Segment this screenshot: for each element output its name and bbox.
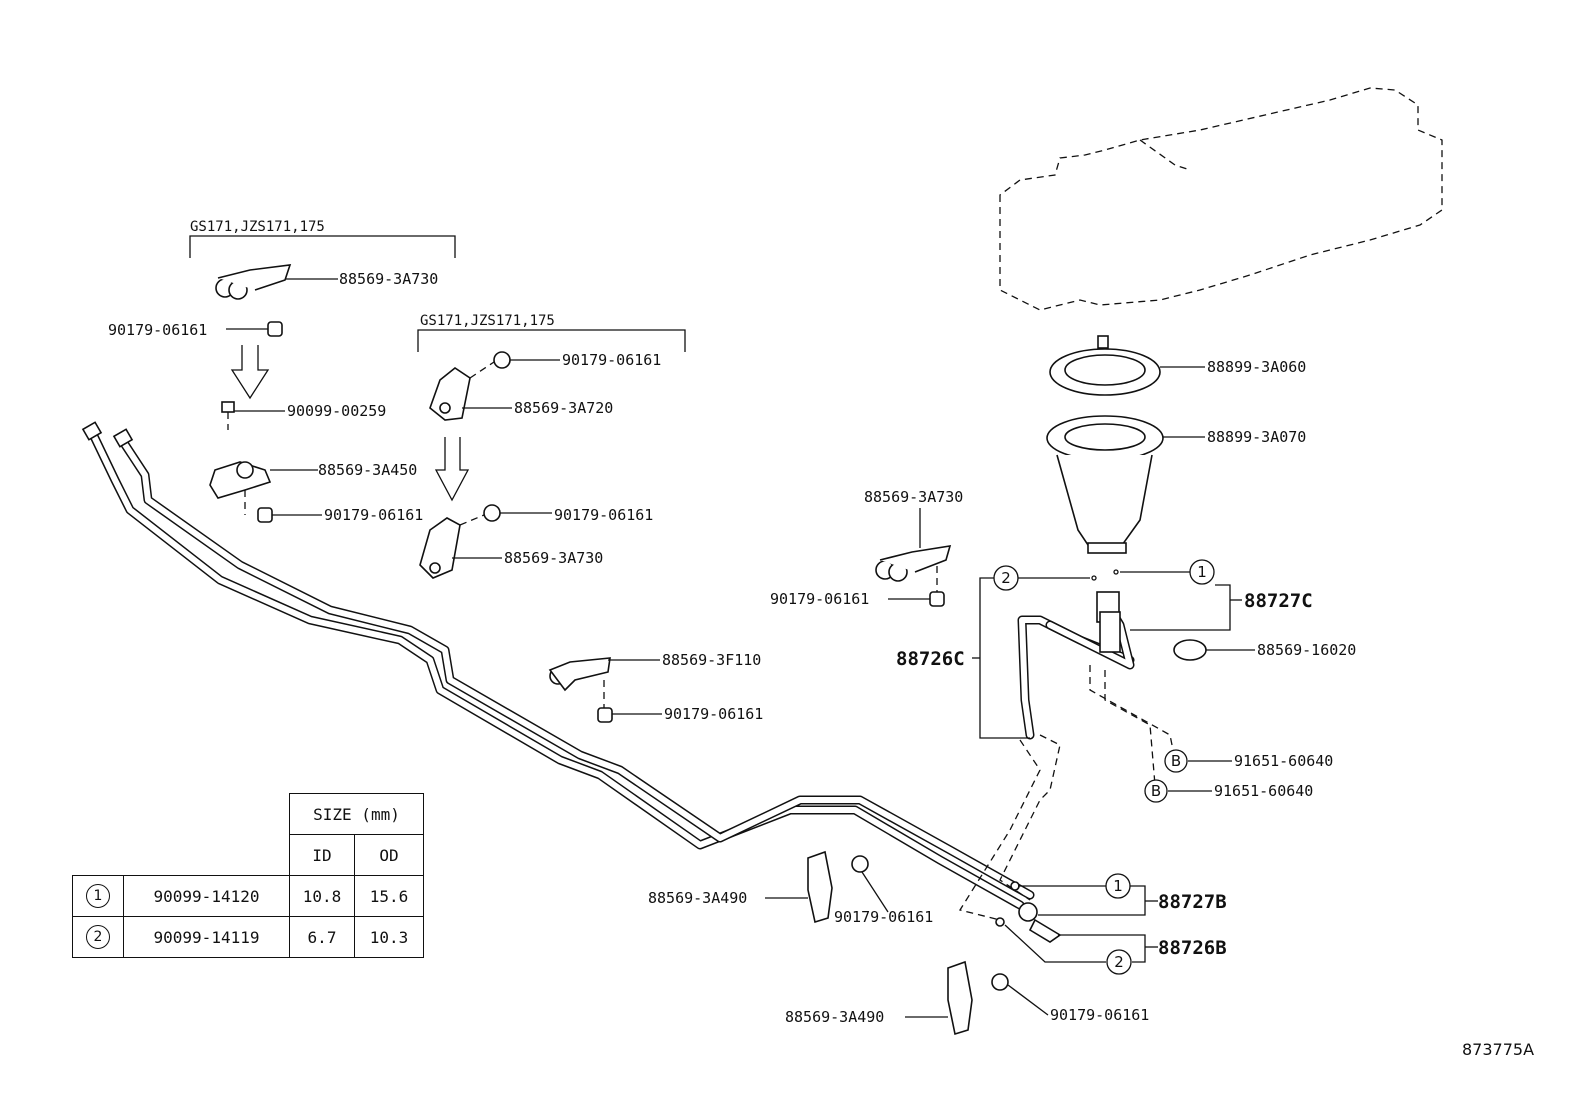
part-88569-16020[interactable]: 88569-16020 — [1257, 641, 1356, 659]
callout-2-lower: 2 — [1106, 949, 1132, 975]
table-row: 1 90099-14120 10.8 15.6 — [72, 875, 424, 917]
part-88899-3A070[interactable]: 88899-3A070 — [1207, 428, 1306, 446]
nut-90179-06161-b — [244, 490, 273, 523]
part-90179-06161-c[interactable]: 90179-06161 — [562, 351, 661, 369]
part-91651-60640-a[interactable]: 91651-60640 — [1234, 752, 1333, 770]
hose-clip-88569-16020 — [1173, 639, 1207, 661]
part-90179-06161-h[interactable]: 90179-06161 — [1050, 1006, 1149, 1024]
callout-2-upper: 2 — [993, 565, 1019, 591]
nut-90179-06161-a — [267, 321, 283, 337]
part-88569-3A730-mid[interactable]: 88569-3A730 — [504, 549, 603, 567]
joint-88727B-88726B — [995, 881, 1062, 943]
variant-label-mid: GS171,JZS171,175 — [420, 313, 555, 329]
part-90179-06161-e[interactable]: 90179-06161 — [664, 705, 763, 723]
nut-90179-06161-e — [597, 680, 613, 723]
clamp-88569-3A730-mid — [419, 517, 461, 579]
part-88569-3A730-right[interactable]: 88569-3A730 — [864, 488, 963, 506]
row-id: 10.8 — [289, 875, 355, 917]
callout-b-lower: B — [1144, 779, 1168, 803]
clamp-88569-3A730-top — [215, 264, 292, 300]
nut-90179-06161-g — [851, 855, 869, 873]
part-88727B[interactable]: 88727B — [1158, 891, 1227, 913]
svg-text:1: 1 — [1197, 563, 1207, 581]
callout-1-lower: 1 — [1105, 873, 1131, 899]
part-88899-3A060[interactable]: 88899-3A060 — [1207, 358, 1306, 376]
part-88726B[interactable]: 88726B — [1158, 937, 1227, 959]
nut-90179-06161-h — [991, 973, 1009, 991]
svg-text:1: 1 — [1113, 877, 1123, 895]
col-id-header: ID — [289, 834, 355, 876]
retainer-ring — [1049, 335, 1161, 396]
part-88569-3F110[interactable]: 88569-3F110 — [662, 651, 761, 669]
arrow-down-mid — [434, 437, 470, 502]
row-id: 6.7 — [289, 916, 355, 958]
hose-size-table: SIZE (mm) ID OD 1 90099-14120 10.8 15.6 … — [72, 793, 424, 958]
part-90179-06161-a[interactable]: 90179-06161 — [108, 321, 207, 339]
row-mark: 1 — [86, 884, 110, 908]
bracket-88569-3A490-a — [807, 850, 833, 924]
part-90099-00259[interactable]: 90099-00259 — [287, 402, 386, 420]
pump-gasket-and-body — [1046, 415, 1164, 554]
nut-90179-06161-c — [469, 351, 511, 379]
bracket-88569-3A490-b — [947, 960, 973, 1036]
nut-90179-06161-f — [929, 566, 945, 607]
part-88569-3A450[interactable]: 88569-3A450 — [318, 461, 417, 479]
svg-text:2: 2 — [1114, 953, 1124, 971]
routing-line-a — [999, 734, 1061, 901]
part-90179-06161-g[interactable]: 90179-06161 — [834, 908, 933, 926]
part-88569-3A490-b[interactable]: 88569-3A490 — [785, 1008, 884, 1026]
part-90179-06161-f[interactable]: 90179-06161 — [770, 590, 869, 608]
bolt-90099-00259 — [221, 401, 235, 430]
callout-1-upper: 1 — [1189, 559, 1215, 585]
svg-text:B: B — [1151, 782, 1161, 800]
clamp-88569-3F110 — [548, 657, 611, 692]
routing-line-b — [958, 739, 1041, 921]
clamp-88569-3A450 — [209, 461, 272, 499]
part-88726C[interactable]: 88726C — [896, 648, 965, 670]
part-90179-06161-d[interactable]: 90179-06161 — [554, 506, 653, 524]
table-row: 2 90099-14119 6.7 10.3 — [72, 916, 424, 958]
clamp-88569-3A730-right — [875, 545, 952, 582]
part-88569-3A490-a[interactable]: 88569-3A490 — [648, 889, 747, 907]
illustration-number: 873775A — [1462, 1040, 1535, 1059]
nut-90179-06161-d — [459, 504, 501, 526]
part-88569-3A720[interactable]: 88569-3A720 — [514, 399, 613, 417]
routing-line-d — [1104, 670, 1156, 786]
routing-line-c — [1089, 665, 1176, 761]
row-mark: 2 — [86, 925, 110, 949]
row-od: 10.3 — [354, 916, 424, 958]
part-88569-3A730-top[interactable]: 88569-3A730 — [339, 270, 438, 288]
vehicle-body-outline — [999, 87, 1443, 311]
row-od: 15.6 — [354, 875, 424, 917]
variant-label-left: GS171,JZS171,175 — [190, 219, 325, 235]
part-88727C[interactable]: 88727C — [1244, 590, 1313, 612]
part-91651-60640-b[interactable]: 91651-60640 — [1214, 782, 1313, 800]
row-part-number[interactable]: 90099-14119 — [123, 916, 290, 958]
clamp-88569-3A720 — [429, 367, 471, 421]
svg-text:2: 2 — [1001, 569, 1011, 587]
svg-text:B: B — [1171, 752, 1181, 770]
arrow-down-left — [230, 345, 270, 400]
main-fuel-pipes — [81, 421, 1035, 910]
tank-side-pipes — [1017, 591, 1135, 740]
col-od-header: OD — [354, 834, 424, 876]
part-90179-06161-b[interactable]: 90179-06161 — [324, 506, 423, 524]
leader-lines — [189, 235, 1255, 1018]
size-table-header: SIZE (mm) — [289, 793, 424, 835]
callout-b-upper: B — [1164, 749, 1188, 773]
row-part-number[interactable]: 90099-14120 — [123, 875, 290, 917]
